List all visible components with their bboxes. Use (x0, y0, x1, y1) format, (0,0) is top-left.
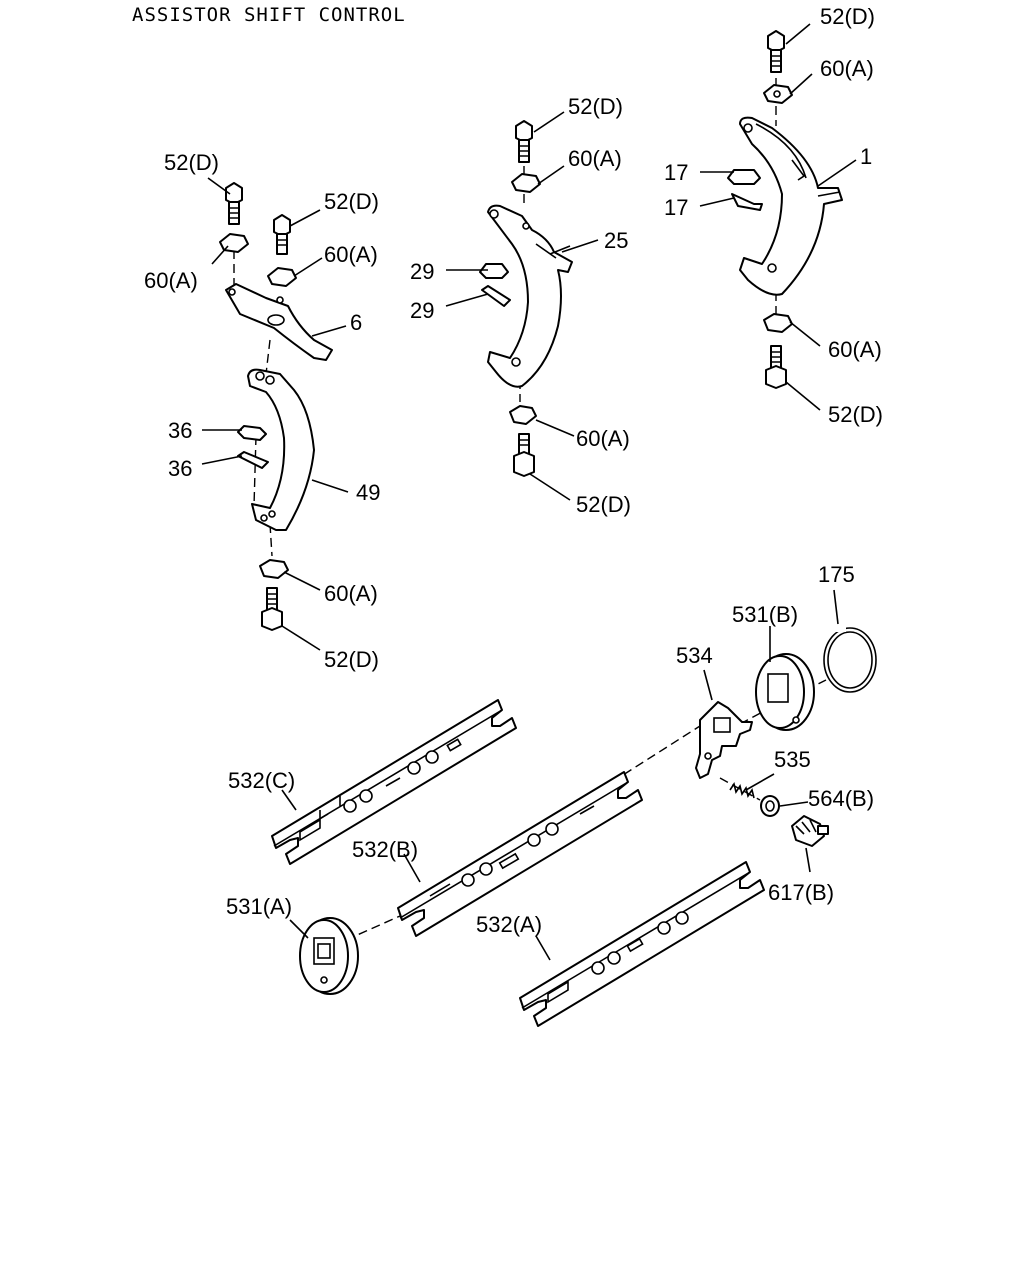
assembly-bracket-1 (699, 23, 857, 411)
pin-icon (237, 451, 269, 469)
label-25: 25 (604, 228, 628, 253)
label-535: 535 (774, 747, 811, 772)
bolt-icon (273, 214, 291, 255)
label-60a: 60(A) (828, 337, 882, 362)
label-60a: 60(A) (144, 268, 198, 293)
label-52d: 52(D) (164, 150, 219, 175)
label-531a: 531(A) (226, 894, 292, 919)
bolt-top-icon (515, 120, 533, 163)
bolt-bottom-icon (513, 433, 535, 477)
label-532b: 532(B) (352, 837, 418, 862)
label-531b: 531(B) (732, 602, 798, 627)
diagram-title: ASSISTOR SHIFT CONTROL (132, 4, 406, 26)
label-1: 1 (860, 144, 872, 169)
label-60a: 60(A) (324, 242, 378, 267)
plate-531a-icon (299, 917, 359, 995)
label-6: 6 (350, 310, 362, 335)
label-617b: 617(B) (768, 880, 834, 905)
plate-531b-icon (755, 653, 815, 731)
label-17: 17 (664, 160, 688, 185)
label-29: 29 (410, 298, 434, 323)
label-175: 175 (818, 562, 855, 587)
nut-icon (509, 405, 537, 425)
bolt-bottom-icon (261, 587, 283, 631)
label-532a: 532(A) (476, 912, 542, 937)
nut-icon (511, 173, 541, 193)
assembly-bracket-49 (201, 177, 349, 651)
label-29: 29 (410, 259, 434, 284)
assembly-bracket-25 (445, 111, 599, 501)
label-60a: 60(A) (324, 581, 378, 606)
label-17: 17 (664, 195, 688, 220)
washer-564b-icon (760, 795, 780, 817)
nut-icon (763, 313, 793, 333)
part-labels: 52(D) 60(A) 1 17 17 60(A) 52(D) 52(D) 60… (144, 4, 883, 937)
label-52d: 52(D) (568, 94, 623, 119)
pin-icon (237, 425, 267, 441)
snap-ring-175-icon (823, 624, 877, 693)
nut-icon (259, 559, 289, 579)
label-49: 49 (356, 480, 380, 505)
label-60a: 60(A) (820, 56, 874, 81)
label-52d: 52(D) (324, 647, 379, 672)
label-534: 534 (676, 643, 713, 668)
label-532c: 532(C) (228, 768, 295, 793)
pin-icon (731, 193, 763, 211)
label-60a: 60(A) (576, 426, 630, 451)
label-36: 36 (168, 456, 192, 481)
label-564b: 564(B) (808, 786, 874, 811)
bolt-top-icon (767, 30, 785, 73)
bracket-49-icon (247, 368, 315, 531)
shift-rail-assembly (271, 589, 877, 1027)
label-60a: 60(A) (568, 146, 622, 171)
nut-icon (267, 267, 297, 287)
label-52d: 52(D) (820, 4, 875, 29)
label-52d: 52(D) (828, 402, 883, 427)
label-52d: 52(D) (324, 189, 379, 214)
switch-617b-icon (791, 815, 829, 847)
label-36: 36 (168, 418, 192, 443)
spring-535-icon (729, 782, 755, 799)
pin-icon (481, 285, 511, 307)
bracket-1-icon (739, 116, 843, 296)
bolt-bottom-icon (765, 345, 787, 389)
pin-icon (479, 263, 509, 279)
label-52d: 52(D) (576, 492, 631, 517)
pin-icon (727, 169, 761, 185)
bolt-icon (225, 182, 243, 225)
plate-534-icon (695, 701, 753, 779)
bracket-25-icon (487, 204, 573, 388)
